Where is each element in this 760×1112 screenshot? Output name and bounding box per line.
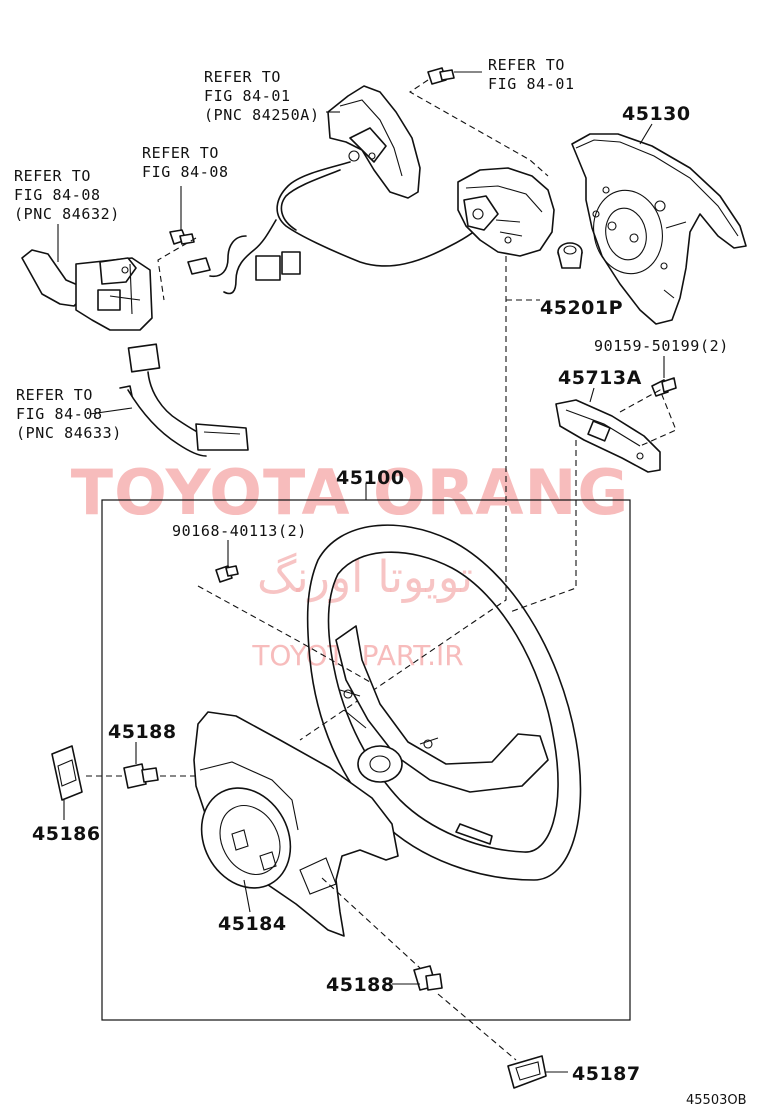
- label-line: (PNC 84250A): [204, 106, 320, 124]
- steering-wheel-icon: [306, 524, 582, 881]
- part-number-90168: 90168-40113(2): [172, 522, 307, 540]
- bolt-icon: [427, 67, 455, 85]
- spiral-cable-icon: [187, 85, 555, 295]
- label-line: REFER TO: [204, 68, 281, 86]
- label-refer-upper-center: REFER TO FIG 84-01 (PNC 84250A): [204, 68, 320, 124]
- label-line: FIG 84-08: [142, 163, 229, 181]
- figure-code: 45503OB: [686, 1093, 747, 1108]
- part-number-45100: 45100: [336, 467, 405, 489]
- bolt-icon: [215, 565, 239, 583]
- label-line: FIG 84-08: [16, 405, 103, 423]
- leader-refer-lower-left: [89, 407, 133, 415]
- part-number-45188-upper: 45188: [108, 721, 177, 743]
- label-line: (PNC 84633): [16, 424, 122, 442]
- leader-45130: [639, 123, 653, 145]
- turn-signal-switch-icon: [21, 249, 153, 331]
- leader-45713a: [589, 387, 595, 403]
- bolt-icon: [651, 377, 677, 397]
- part-number-45188-lower: 45188: [326, 974, 395, 996]
- watermark-main: TOYOTA ORANG: [71, 456, 629, 529]
- label-refer-upper-right: REFER TO FIG 84-01: [488, 56, 575, 93]
- part-number-90159: 90159-50199(2): [594, 337, 729, 355]
- label-line: REFER TO: [16, 386, 93, 404]
- label-refer-left: REFER TO FIG 84-08 (PNC 84632): [14, 167, 120, 223]
- bolt-icon: [413, 965, 443, 991]
- label-line: REFER TO: [488, 56, 565, 74]
- part-number-45184: 45184: [218, 913, 287, 935]
- side-cap-icon: [51, 745, 83, 801]
- leader-45184: [243, 879, 251, 913]
- label-line: (PNC 84632): [14, 205, 120, 223]
- dash-spiral-to-wheel: [299, 256, 507, 741]
- dash-switch: [157, 237, 197, 301]
- part-number-45130: 45130: [622, 103, 691, 125]
- part-number-45201p: 45201P: [540, 297, 623, 319]
- label-refer-mid: REFER TO FIG 84-08: [142, 144, 229, 181]
- label-refer-lower-left: REFER TO FIG 84-08 (PNC 84633): [16, 386, 122, 442]
- bolt-icon: [123, 763, 159, 789]
- part-number-45186: 45186: [32, 823, 101, 845]
- watermark-persian: تویوتا اورنگ: [257, 552, 473, 603]
- label-line: REFER TO: [142, 144, 219, 162]
- dash-bracket: [619, 389, 677, 447]
- bushing-icon: [557, 242, 583, 269]
- label-line: FIG 84-08: [14, 186, 101, 204]
- side-cap-icon: [507, 1055, 547, 1089]
- bolt-icon: [169, 229, 195, 245]
- dash-90168: [197, 585, 371, 683]
- lower-cover-icon: [193, 711, 399, 937]
- dash-45188-lower: [321, 877, 517, 1061]
- bracket-icon: [555, 399, 661, 473]
- wire-harness-icon: [119, 343, 249, 457]
- label-line: FIG 84-01: [488, 75, 575, 93]
- airbag-pad-icon: [571, 133, 747, 325]
- part-number-45713a: 45713A: [558, 367, 642, 389]
- dash-bracket-to-wheel: [509, 440, 577, 613]
- label-line: REFER TO: [14, 167, 91, 185]
- label-line: FIG 84-01: [204, 87, 291, 105]
- dash-spiral-upper: [408, 79, 549, 177]
- part-number-45187: 45187: [572, 1063, 641, 1085]
